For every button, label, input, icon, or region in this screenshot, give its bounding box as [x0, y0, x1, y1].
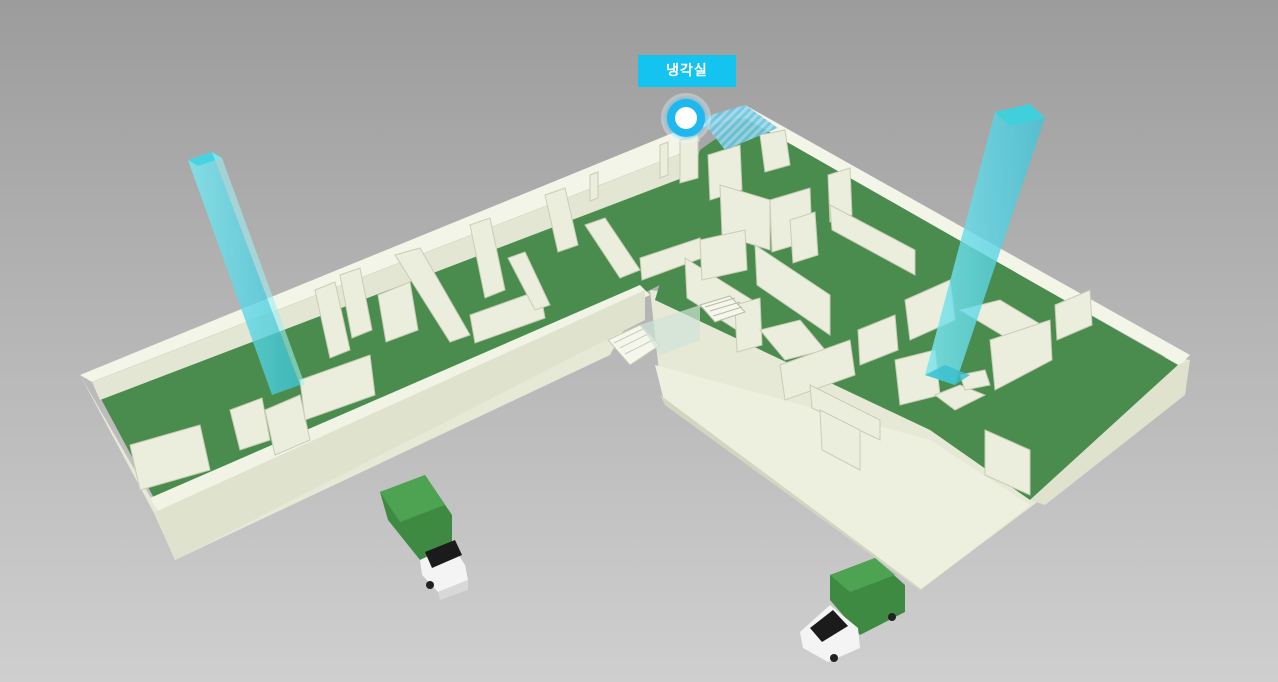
left-wing-rim [80, 130, 700, 382]
stairs [699, 295, 746, 323]
entrance-steps [607, 305, 700, 366]
cold-room-highlight [700, 105, 778, 150]
left-wing-back-wall [92, 150, 690, 400]
interior-walls-left [129, 141, 703, 491]
right-wing-right-wall [1030, 360, 1190, 505]
courtyard-slab-edge [660, 395, 925, 592]
sensor-pillar-right[interactable] [925, 104, 1045, 385]
sensor-pillar-left[interactable] [188, 152, 305, 395]
truck-left [380, 475, 468, 600]
location-pin-icon[interactable] [661, 93, 711, 143]
courtyard-slab [655, 365, 1030, 590]
left-wing-front-face [155, 290, 645, 560]
left-wing-front-wall [150, 285, 650, 515]
marker-dot [675, 107, 697, 129]
cold-room-label[interactable]: 냉각실 [638, 55, 736, 87]
right-wing-rim [690, 105, 1190, 365]
truck-right [800, 558, 905, 662]
